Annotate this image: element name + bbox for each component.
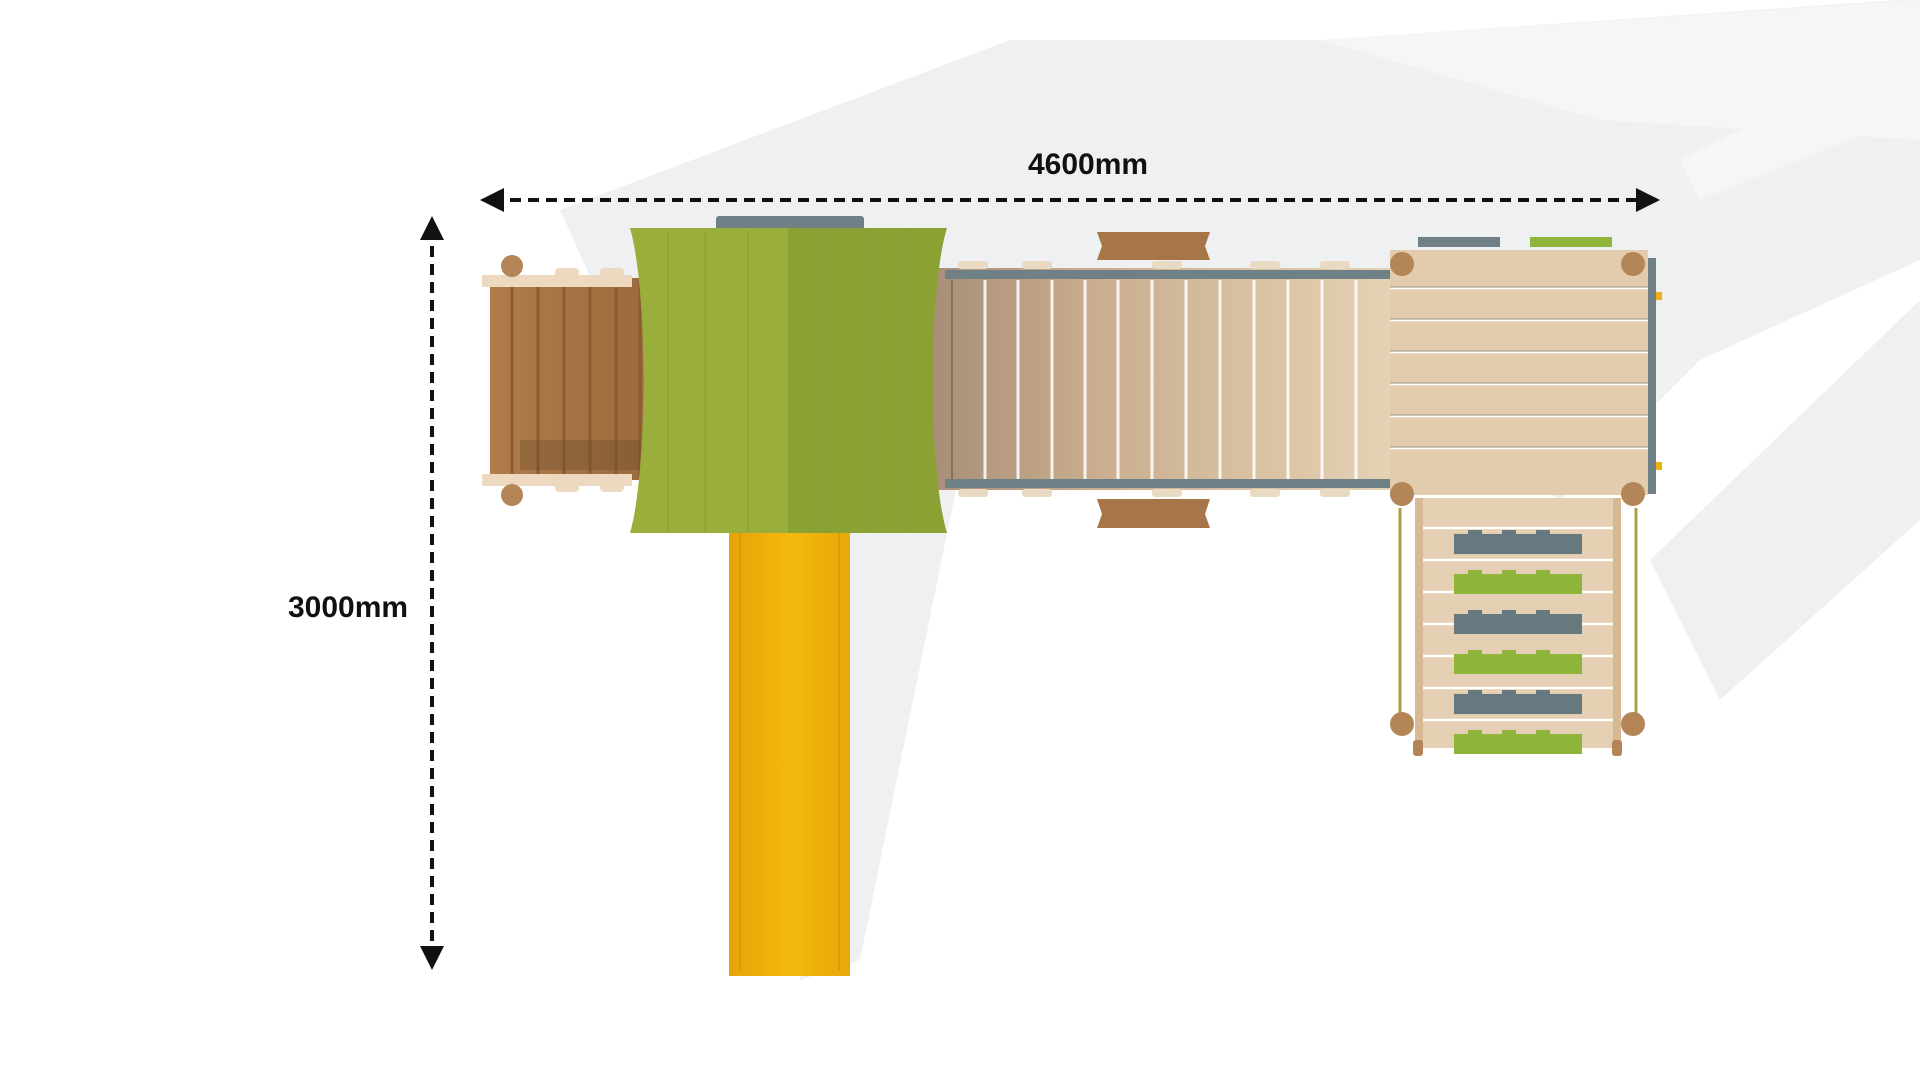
climbing-wall <box>1390 498 1645 756</box>
entry-ramp <box>482 255 650 506</box>
walkway-bridge <box>930 232 1395 528</box>
dimension-lines <box>420 188 1660 970</box>
yellow-slide <box>729 520 850 976</box>
climbing-holds <box>1454 530 1582 754</box>
height-dimension-label: 3000mm <box>288 591 409 624</box>
cast-shadow-light <box>1320 0 1920 200</box>
right-deck <box>1390 237 1662 506</box>
width-dimension-label: 4600mm <box>1028 148 1149 181</box>
tower-roof <box>630 216 947 533</box>
